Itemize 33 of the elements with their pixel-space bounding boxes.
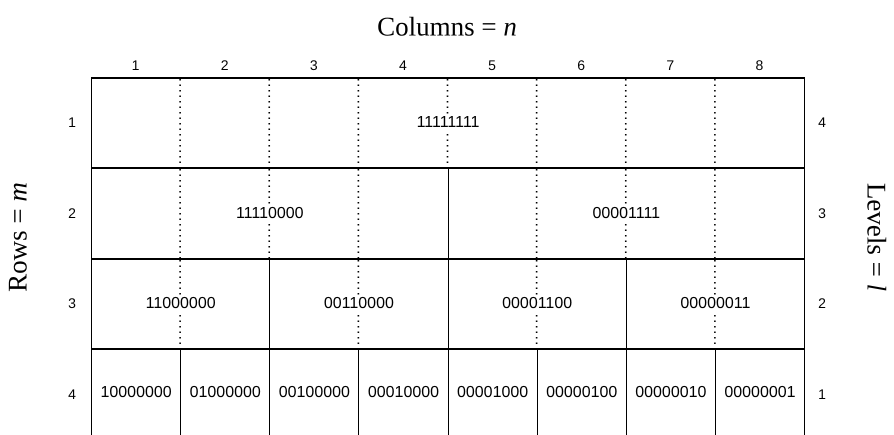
table-cell <box>626 258 805 348</box>
row-number: 3 <box>68 295 76 311</box>
column-number: 4 <box>399 57 407 73</box>
bit-pattern: 00001100 <box>501 295 574 313</box>
table-cell <box>91 77 805 167</box>
level-number: 3 <box>818 204 826 220</box>
table-cell <box>91 167 448 258</box>
column-number: 2 <box>220 57 229 73</box>
bit-pattern: 11000000 <box>144 295 217 313</box>
table-cell <box>714 348 805 435</box>
column-number: 8 <box>756 57 764 73</box>
table-cell <box>91 348 182 435</box>
bit-pattern: 00000011 <box>679 295 752 313</box>
bit-pattern: 11111111 <box>416 114 480 132</box>
bit-pattern: 11110000 <box>234 204 305 222</box>
level-number: 4 <box>818 114 826 130</box>
row-number: 2 <box>68 204 76 220</box>
column-number: 5 <box>488 57 496 73</box>
column-number: 3 <box>310 57 318 73</box>
axis-title: Levels = l <box>860 182 892 292</box>
axis-title: Rows = m <box>2 182 34 292</box>
column-number: 7 <box>666 57 674 73</box>
row-number: 4 <box>68 386 76 402</box>
table-cell <box>448 167 805 258</box>
axis-title: Columns = n <box>377 12 517 42</box>
column-number: 6 <box>577 57 586 73</box>
table-cell <box>91 258 270 348</box>
level-number: 1 <box>818 386 826 402</box>
row-number: 1 <box>68 114 76 130</box>
bit-pattern: 00001111 <box>591 204 662 222</box>
level-number: 2 <box>818 295 826 311</box>
column-number: 1 <box>132 57 140 73</box>
bit-pattern: 00110000 <box>322 295 395 313</box>
